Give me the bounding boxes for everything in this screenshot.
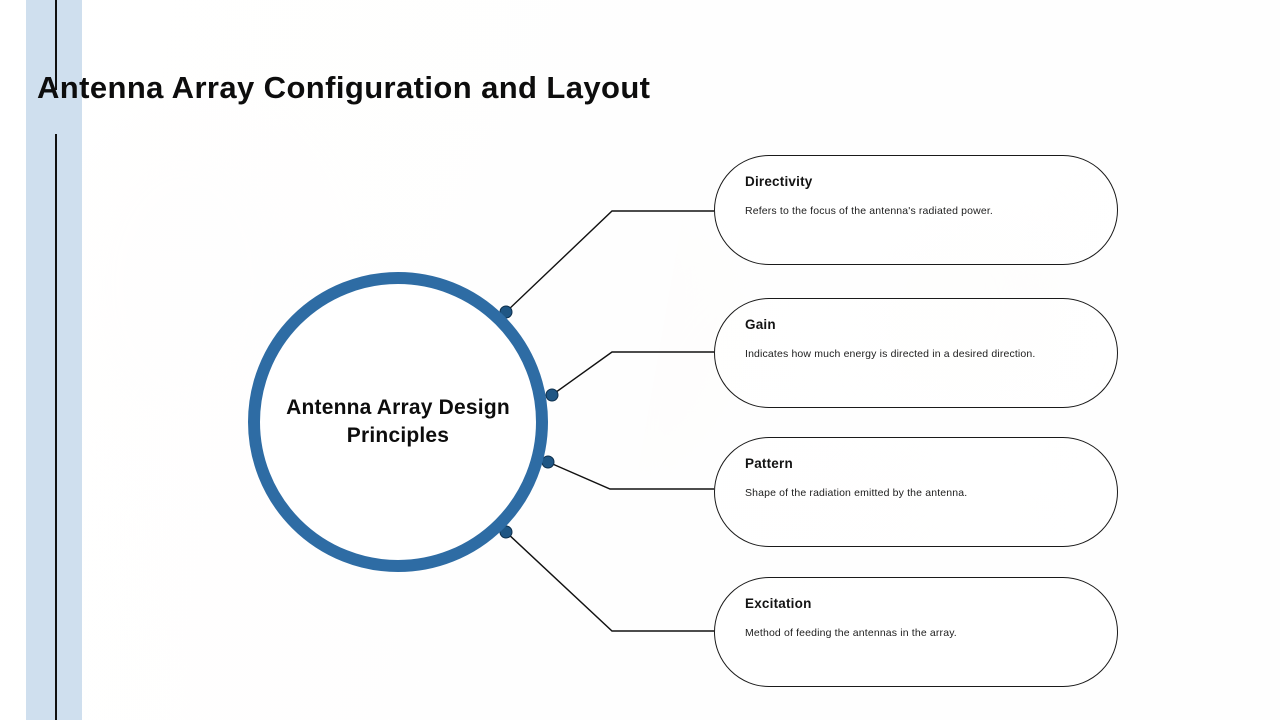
card-title: Excitation	[745, 596, 812, 611]
card-title: Directivity	[745, 174, 813, 189]
card-description: Refers to the focus of the antenna's rad…	[745, 205, 993, 217]
left-accent-band	[26, 0, 82, 720]
card-description: Indicates how much energy is directed in…	[745, 348, 1036, 360]
card-title: Gain	[745, 317, 776, 332]
info-card-pattern[interactable]: Pattern Shape of the radiation emitted b…	[714, 437, 1118, 547]
left-vertical-rule-top	[55, 0, 57, 90]
info-card-excitation[interactable]: Excitation Method of feeding the antenna…	[714, 577, 1118, 687]
left-vertical-rule-bottom	[55, 134, 57, 720]
central-hub-circle: Antenna Array Design Principles	[248, 272, 548, 572]
info-card-directivity[interactable]: Directivity Refers to the focus of the a…	[714, 155, 1118, 265]
info-card-gain[interactable]: Gain Indicates how much energy is direct…	[714, 298, 1118, 408]
card-title: Pattern	[745, 456, 793, 471]
page-title: Antenna Array Configuration and Layout	[37, 70, 651, 105]
card-description: Method of feeding the antennas in the ar…	[745, 627, 957, 639]
hub-label: Antenna Array Design Principles	[286, 395, 510, 447]
card-description: Shape of the radiation emitted by the an…	[745, 487, 968, 499]
